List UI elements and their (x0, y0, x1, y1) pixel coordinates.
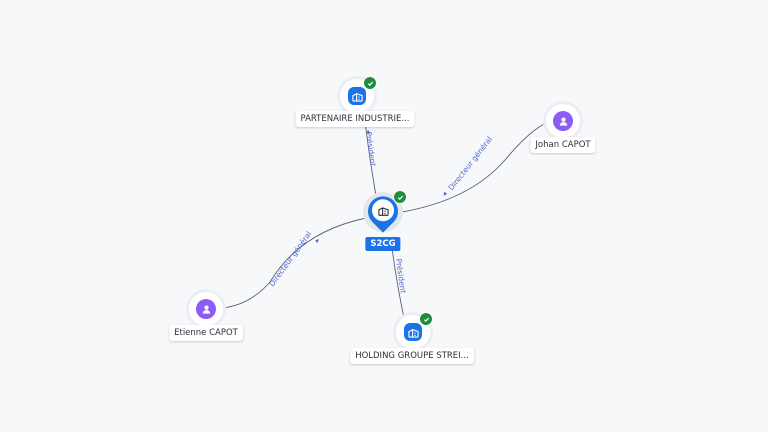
verified-check-icon (363, 76, 377, 90)
node-etienne[interactable] (189, 292, 223, 326)
edge-arrow-etienne: ▸ (312, 236, 322, 245)
building-icon (372, 199, 394, 222)
person-icon (553, 111, 573, 131)
building-icon (348, 87, 366, 105)
edge-arrow-partenaire: ◂ (364, 129, 373, 134)
verified-check-icon (419, 312, 433, 326)
person-icon (196, 299, 216, 319)
edge-johan (401, 121, 549, 213)
edge-label-partenaire: Président (364, 131, 378, 167)
node-label-holding[interactable]: HOLDING GROUPE STREI... (350, 348, 474, 364)
node-label-etienne[interactable]: Etienne CAPOT (169, 325, 243, 341)
edge-label-etienne: Directeur général (267, 230, 313, 289)
node-label-center[interactable]: S2CG (365, 237, 401, 251)
edge-label-johan: Directeur général (446, 135, 494, 192)
edge-holding (391, 247, 405, 319)
building-icon (404, 323, 422, 341)
node-partenaire[interactable] (340, 76, 377, 113)
node-label-partenaire[interactable]: PARTENAIRE INDUSTRIE... (295, 111, 415, 127)
edge-etienne (221, 217, 367, 309)
node-center[interactable] (361, 190, 407, 233)
verified-check-icon (393, 190, 407, 204)
node-johan[interactable] (546, 104, 580, 138)
node-label-johan[interactable]: Johan CAPOT (530, 137, 596, 153)
edge-arrow-johan: ◂ (439, 190, 449, 199)
node-holding[interactable] (396, 312, 433, 349)
